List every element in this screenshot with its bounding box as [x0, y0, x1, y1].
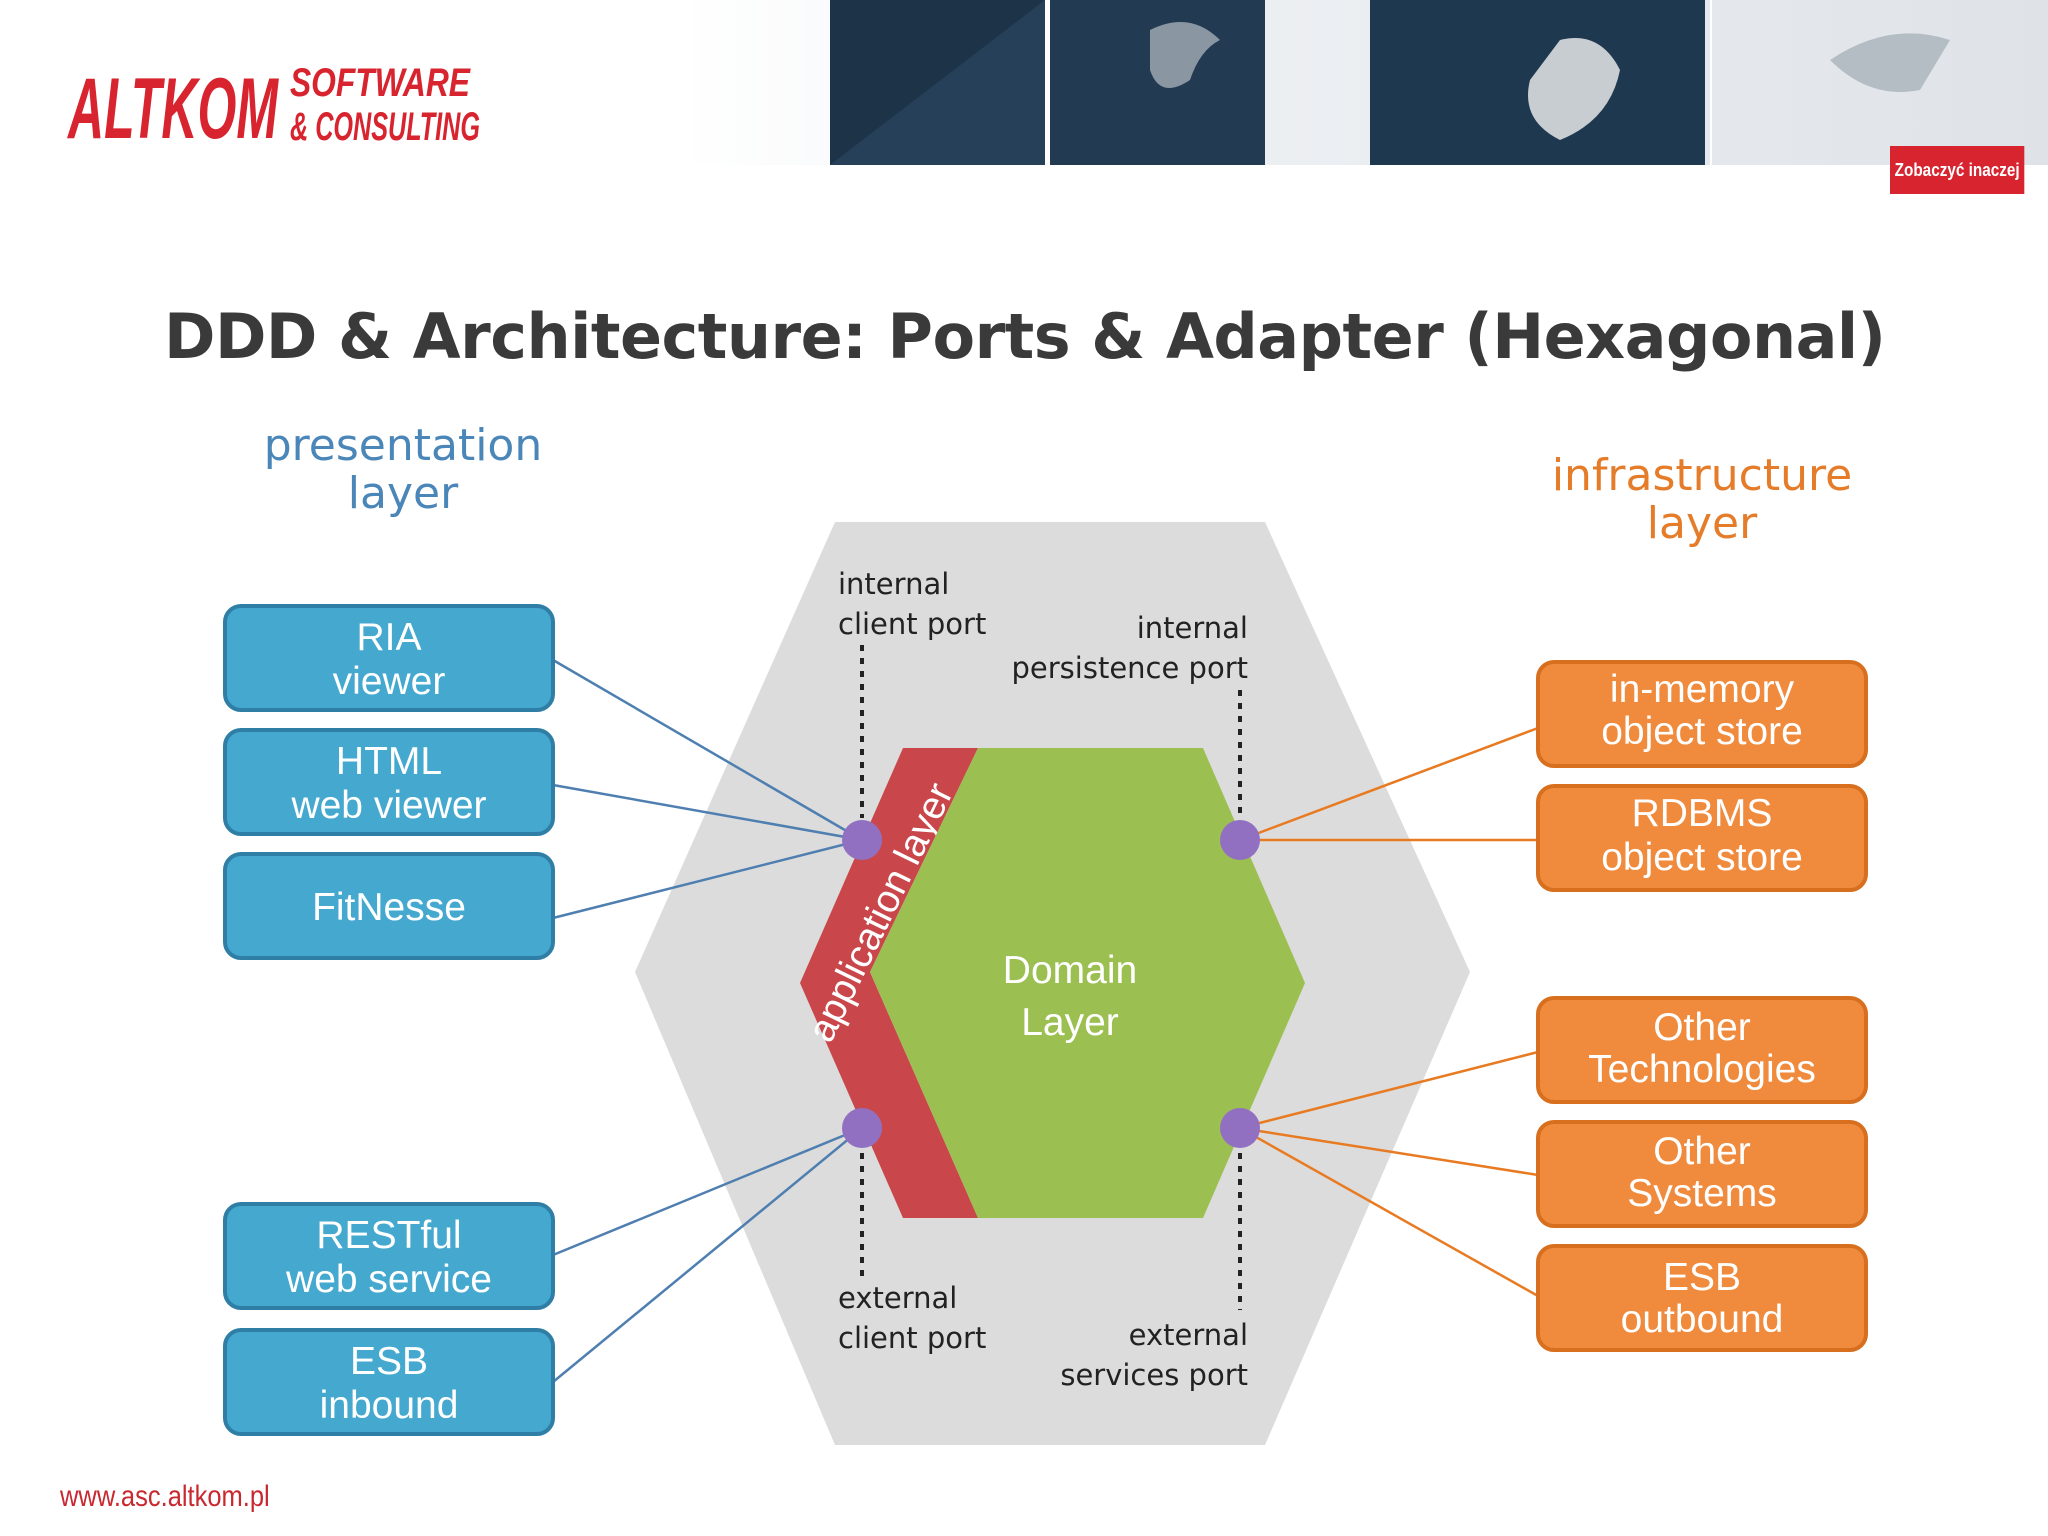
tagline-badge[interactable]: Zobaczyć inaczej — [1890, 146, 2025, 194]
internal-client-port-dot — [842, 820, 882, 860]
box-label-line1: Other — [1653, 1006, 1751, 1049]
box-label-line1: RDBMS — [1632, 792, 1773, 835]
external-services-port-label-line1: external — [1129, 1318, 1248, 1352]
presentation-box-ria-viewer[interactable]: RIA viewer — [223, 604, 555, 712]
box-label-line2: web service — [285, 1258, 492, 1301]
infrastructure-box-other-systems[interactable]: Other Systems — [1536, 1120, 1868, 1228]
infrastructure-box-rdbms-object-store[interactable]: RDBMS object store — [1536, 784, 1868, 892]
face-silhouette-icon — [1528, 38, 1620, 140]
eagle-silhouette-icon — [1150, 22, 1220, 88]
presentation-layer-title-line1: presentation — [264, 420, 543, 471]
infrastructure-connectors — [1239, 726, 1539, 1298]
external-client-port-dot — [842, 1108, 882, 1148]
presentation-connectors — [552, 658, 863, 1383]
external-client-port-label-line2: client port — [838, 1321, 986, 1355]
box-label-line1: FitNesse — [312, 886, 466, 929]
box-label-line2: outbound — [1621, 1298, 1784, 1341]
external-services-port-dot — [1220, 1108, 1260, 1148]
box-label-line2: Technologies — [1588, 1048, 1816, 1091]
presentation-box-restful-web-service[interactable]: RESTful web service — [223, 1202, 555, 1310]
infrastructure-layer-title-line1: infrastructure — [1552, 450, 1852, 501]
header-banner — [680, 0, 2048, 165]
presentation-box-fitnesse[interactable]: FitNesse — [223, 852, 555, 960]
infrastructure-box-in-memory-object-store[interactable]: in-memory object store — [1536, 660, 1868, 768]
altkom-logo[interactable]: ALTKOM SOFTWARE & CONSULTING — [64, 48, 484, 168]
domain-layer-label-line1: Domain — [1003, 949, 1137, 992]
application-layer-band — [800, 748, 978, 1218]
box-label-line1: HTML — [336, 740, 442, 783]
box-label-line2: object store — [1601, 836, 1803, 879]
box-label-line1: RESTful — [316, 1214, 461, 1257]
box-label-line2: object store — [1601, 710, 1803, 753]
infrastructure-box-other-technologies[interactable]: Other Technologies — [1536, 996, 1868, 1104]
internal-persistence-port-label-line1: internal — [1137, 611, 1248, 645]
box-label-line1: Other — [1653, 1130, 1751, 1173]
box-label-line1: in-memory — [1610, 668, 1795, 711]
box-label-line2: inbound — [320, 1384, 459, 1427]
internal-client-port-label-line1: internal — [838, 567, 949, 601]
internal-client-port-label-line2: client port — [838, 607, 986, 641]
footer-url[interactable]: www.asc.altkom.pl — [60, 1480, 270, 1513]
box-label-line1: ESB — [350, 1340, 428, 1383]
box-label-line2: viewer — [333, 660, 446, 703]
logo-line2-text: & CONSULTING — [290, 105, 480, 149]
domain-layer-label-line2: Layer — [1021, 1001, 1119, 1044]
external-services-port-label-line2: services port — [1060, 1358, 1248, 1392]
infrastructure-layer-title-line2: layer — [1647, 498, 1758, 549]
infrastructure-box-esb-outbound[interactable]: ESB outbound — [1536, 1244, 1868, 1352]
presentation-box-html-web-viewer[interactable]: HTML web viewer — [223, 728, 555, 836]
presentation-box-esb-inbound[interactable]: ESB inbound — [223, 1328, 555, 1436]
internal-persistence-port-label-line2: persistence port — [1012, 651, 1249, 685]
internal-persistence-port-dot — [1220, 820, 1260, 860]
slide-title: DDD & Architecture: Ports & Adapter (Hex… — [164, 300, 1886, 373]
domain-layer-hexagon — [870, 748, 1305, 1218]
logo-line1-text: SOFTWARE — [290, 61, 471, 105]
box-label-line1: RIA — [356, 616, 421, 659]
presentation-layer-title-line2: layer — [348, 468, 459, 519]
horse-silhouette-icon — [1830, 33, 1950, 92]
box-label-line2: Systems — [1627, 1172, 1777, 1215]
logo-main-text: ALTKOM — [67, 61, 280, 157]
box-label-line1: ESB — [1663, 1256, 1741, 1299]
box-label-line2: web viewer — [290, 784, 486, 827]
external-client-port-label-line1: external — [838, 1281, 957, 1315]
